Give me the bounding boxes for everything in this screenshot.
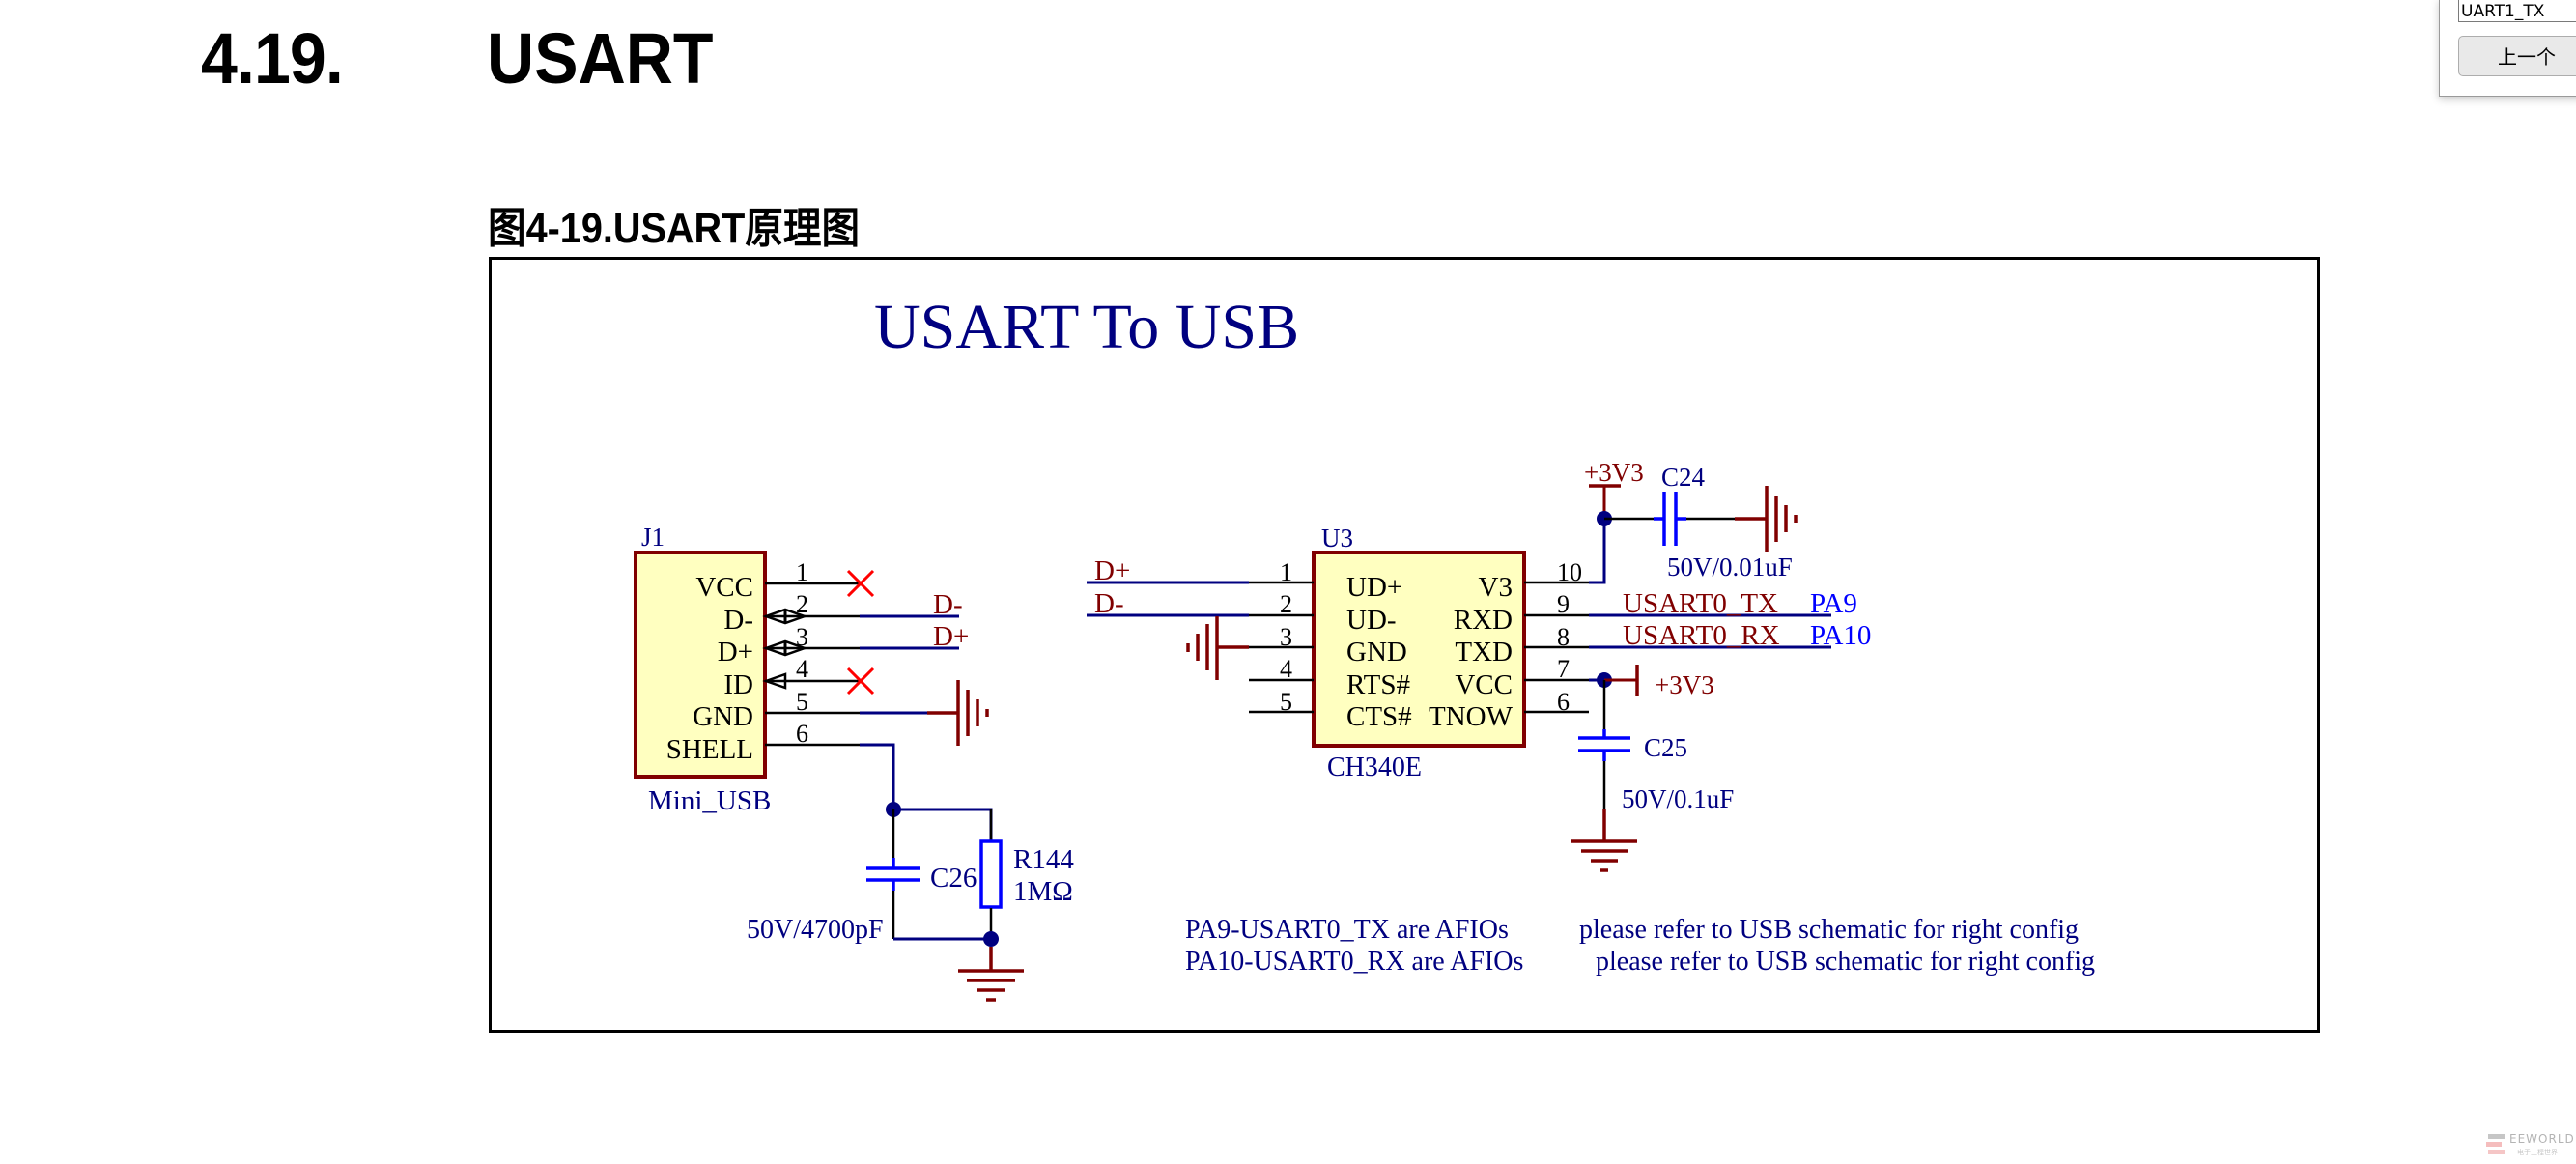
u3-pin-name: CTS#: [1346, 701, 1412, 732]
ground-icon: [958, 947, 1024, 1002]
j1-designator: J1: [641, 523, 665, 552]
c25-designator: C25: [1644, 733, 1687, 762]
ground-icon: [1571, 809, 1637, 872]
u3-pin-name: V3: [1479, 572, 1513, 603]
power-label-3v3: +3V3: [1584, 458, 1644, 487]
schematic-title: USART To USB: [874, 292, 1299, 362]
net-label-usart0-rx: USART0_RX: [1623, 620, 1780, 651]
u3-pin-number: 5: [1280, 688, 1292, 716]
c25-value: 50V/0.1uF: [1622, 784, 1734, 813]
section-number: 4.19.: [201, 18, 344, 99]
watermark-brand: EEWORLD: [2509, 1132, 2575, 1146]
r144-designator: R144: [1013, 844, 1074, 875]
u3-pin-name: TNOW: [1429, 701, 1514, 732]
no-connect-icon: [846, 569, 875, 598]
u3-pin-number: 4: [1280, 655, 1292, 683]
note-right: please refer to USB schematic for right …: [1579, 915, 2079, 945]
j1-pin-number: 5: [796, 688, 808, 716]
eeworld-watermark: EEWORLD 电子工程世界: [2482, 1130, 2576, 1161]
j1-body: [634, 551, 767, 779]
u3-pin-name: UD-: [1346, 605, 1397, 636]
r144-value: 1MΩ: [1013, 876, 1073, 907]
u3-pin-name: TXD: [1455, 637, 1513, 667]
j1-part: Mini_USB: [648, 785, 771, 816]
j1-pin-name: GND: [693, 701, 753, 732]
c26-designator: C26: [930, 863, 977, 894]
u3-pin-name: RTS#: [1346, 669, 1410, 700]
eeworld-logo-icon: [2486, 1134, 2505, 1154]
wire-v3: [1589, 519, 1606, 584]
no-connect-icon: [846, 667, 875, 696]
net-label-d-plus: D+: [1094, 555, 1130, 586]
port-label-pa10: PA10: [1810, 620, 1871, 651]
c24-value: 50V/0.01uF: [1667, 553, 1793, 582]
c25-capacitor-icon: [1578, 729, 1630, 761]
u3-pin-number: 6: [1557, 688, 1570, 716]
j1-pin-name: VCC: [695, 572, 753, 603]
net-label-usart0-tx: USART0_TX: [1623, 588, 1778, 619]
net-label-d-minus: D-: [933, 589, 963, 620]
u3-part: CH340E: [1327, 752, 1422, 782]
j1-connector: J1 Mini_USB VCC D- D+ ID GND SHELL 1 2 3…: [634, 523, 1074, 1002]
c26-value: 50V/4700pF: [747, 915, 884, 945]
u3-pin-name: RXD: [1454, 605, 1513, 636]
j1-pin-number: 6: [796, 720, 808, 748]
u3-pin-number: 1: [1280, 558, 1292, 586]
r144-resistor-icon: [979, 839, 1003, 909]
wire-shell-r144: [893, 808, 993, 840]
note-left: PA10-USART0_RX are AFIOs: [1185, 947, 1523, 977]
c24-designator: C24: [1661, 463, 1706, 492]
bidir-arrow-icon: [762, 639, 808, 657]
u3-pin-number: 2: [1280, 590, 1292, 618]
u3-pin-name: GND: [1346, 637, 1407, 667]
j1-pin-number: 3: [796, 623, 808, 651]
j1-pin-name: D-: [723, 605, 753, 636]
u3-body: [1312, 551, 1526, 748]
u3-pin-number: 9: [1557, 590, 1570, 618]
j1-pin-number: 4: [796, 655, 808, 683]
find-search-input[interactable]: UART1_TX: [2458, 0, 2576, 22]
note-right: please refer to USB schematic for right …: [1596, 947, 2095, 977]
port-label-pa9: PA9: [1810, 588, 1857, 619]
net-label-d-plus: D+: [933, 621, 969, 652]
ground-icon: [1735, 486, 1798, 552]
c26-capacitor-icon: [866, 858, 920, 891]
u3-chip: U3 CH340E UD+ UD- GND RTS# CTS# V3 RXD T…: [1087, 458, 1871, 872]
u3-pin-number: 8: [1557, 623, 1570, 651]
u3-pin-number: 7: [1557, 655, 1570, 683]
schematic-notes: PA9-USART0_TX are AFIOs please refer to …: [1185, 915, 2095, 977]
figure-caption: 图4-19.USART原理图: [488, 205, 861, 252]
find-previous-button[interactable]: 上一个: [2458, 36, 2576, 76]
j1-pin-number: 1: [796, 558, 808, 586]
junction-dot: [983, 931, 999, 947]
section-title: USART: [487, 18, 714, 99]
j1-pin-name: ID: [723, 669, 753, 700]
u3-pin-number: 3: [1280, 623, 1292, 651]
find-dialog: UART1_TX 上一个: [2439, 0, 2576, 97]
bidir-arrow-icon: [762, 608, 808, 625]
j1-pin-name: SHELL: [666, 734, 753, 765]
u3-pin-name: UD+: [1346, 572, 1402, 603]
ground-icon: [927, 680, 989, 746]
j1-pin-name: D+: [718, 637, 753, 667]
wire-shell: [860, 743, 895, 809]
note-left: PA9-USART0_TX are AFIOs: [1185, 915, 1509, 945]
j1-pin-number: 2: [796, 590, 808, 618]
ground-icon: [1186, 616, 1249, 680]
u3-designator: U3: [1321, 524, 1353, 553]
net-label-d-minus: D-: [1094, 588, 1124, 619]
u3-pin-name: VCC: [1455, 669, 1513, 700]
input-arrow-icon: [762, 672, 787, 690]
power-label-3v3: +3V3: [1655, 670, 1714, 699]
watermark-subtitle: 电子工程世界: [2517, 1149, 2558, 1156]
c24-capacitor-icon: [1654, 492, 1686, 546]
